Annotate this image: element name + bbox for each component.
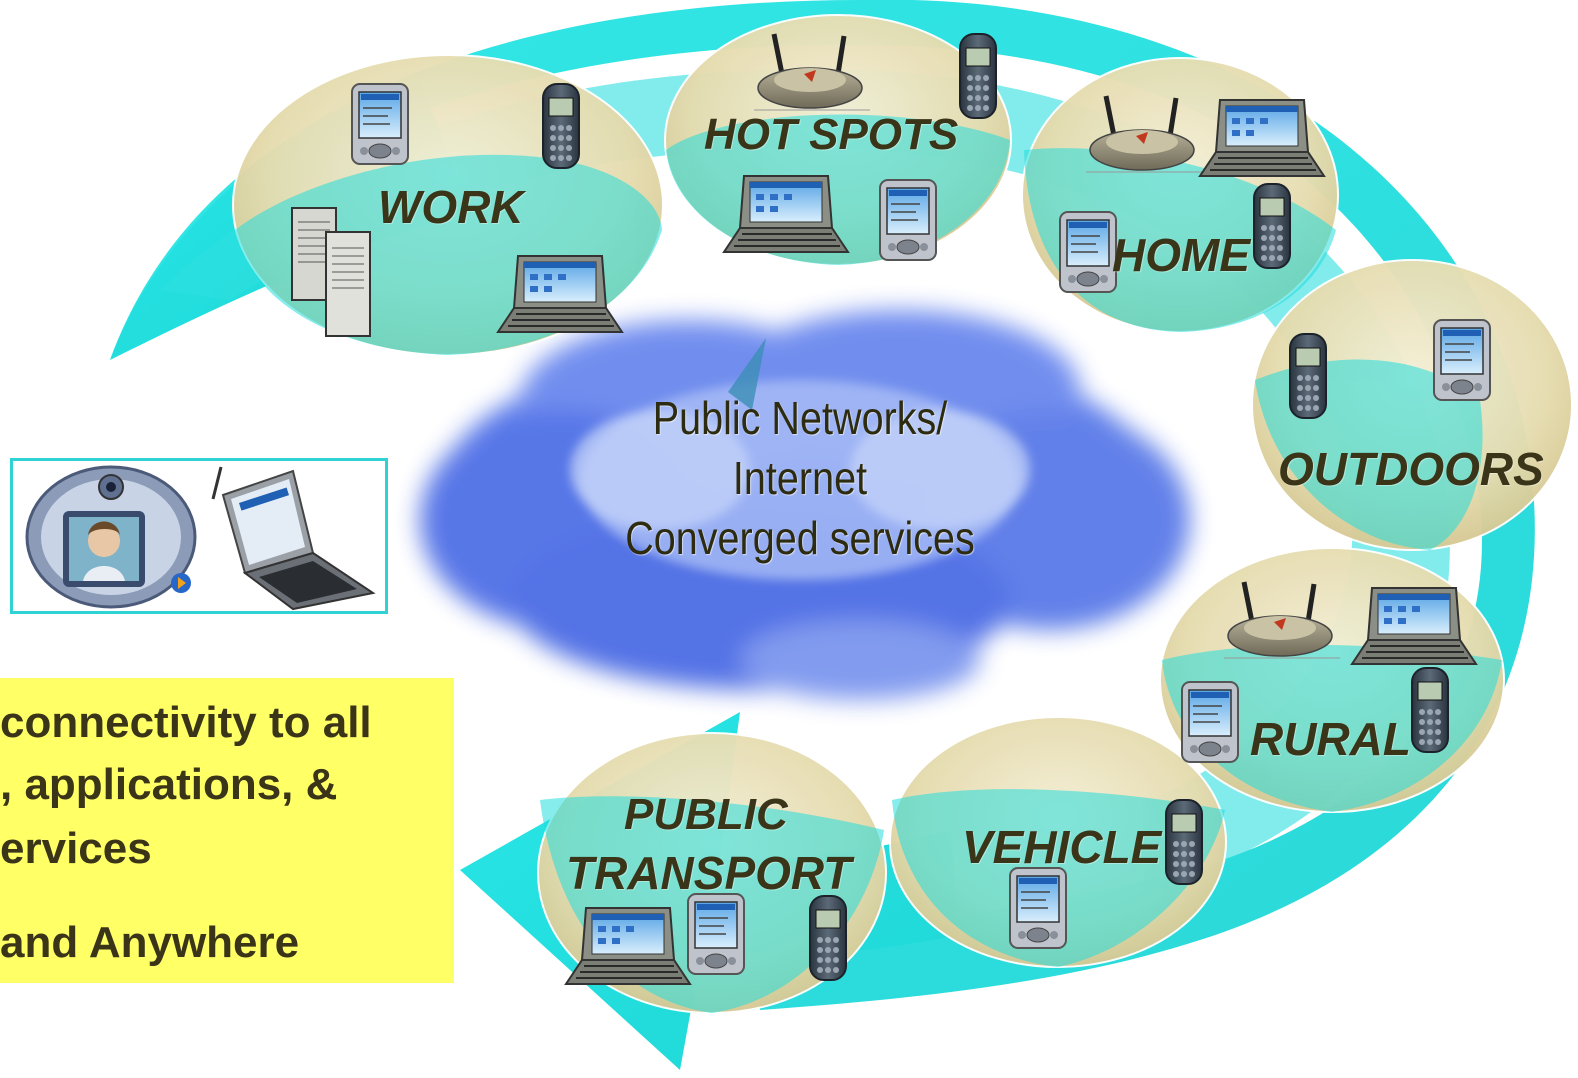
note-line-3: ervices: [0, 824, 152, 873]
laptop-icon: [1199, 99, 1325, 177]
zone-label-public: PUBLIC: [624, 790, 788, 839]
laptop-icon: [497, 255, 623, 333]
note-line-4: and Anywhere: [0, 918, 300, 967]
cloud-label-converged-services: Converged services: [625, 512, 975, 564]
zone-label-home: HOME: [1112, 229, 1250, 281]
mobile-phone-icon: [1411, 667, 1449, 753]
laptop-icon: [565, 907, 691, 985]
pda-icon: [1009, 867, 1067, 949]
mobile-phone-icon: [959, 33, 997, 119]
laptop-icon: [723, 175, 849, 253]
pda-icon: [1181, 681, 1239, 763]
cloud-label-public-networks: Public Networks/: [652, 392, 948, 444]
zone-label-vehicle: VEHICLE: [962, 821, 1162, 873]
cloud-label-internet: Internet: [732, 452, 868, 504]
mobile-phone-icon: [809, 895, 847, 981]
work-devices: [291, 83, 623, 337]
zone-label-outdoors: OUTDOORS: [1278, 443, 1544, 495]
pda-icon: [351, 83, 409, 165]
pda-icon: [1433, 319, 1491, 401]
internet-cloud: [420, 310, 1190, 700]
laptop-icon: [1351, 587, 1477, 665]
server-icon: [291, 207, 371, 337]
pda-icon: [1059, 211, 1117, 293]
note-line-2: , applications, &: [0, 760, 338, 809]
mobile-phone-icon: [1165, 799, 1203, 885]
zone-label-work: WORK: [378, 181, 524, 233]
mobile-phone-icon: [1253, 183, 1291, 269]
zone-label-rural: RURAL: [1250, 713, 1411, 765]
pda-icon: [687, 893, 745, 975]
video-conferencing-image: [10, 458, 388, 614]
connectivity-note: connectivity to all , applications, & er…: [0, 678, 454, 983]
zone-label-transport: TRANSPORT: [566, 847, 852, 899]
zone-label-hot-spots: HOT SPOTS: [704, 110, 959, 159]
pda-icon: [879, 179, 937, 261]
note-line-1: connectivity to all: [0, 698, 372, 747]
mobile-phone-icon: [1289, 333, 1327, 419]
mobile-phone-icon: [542, 83, 580, 169]
